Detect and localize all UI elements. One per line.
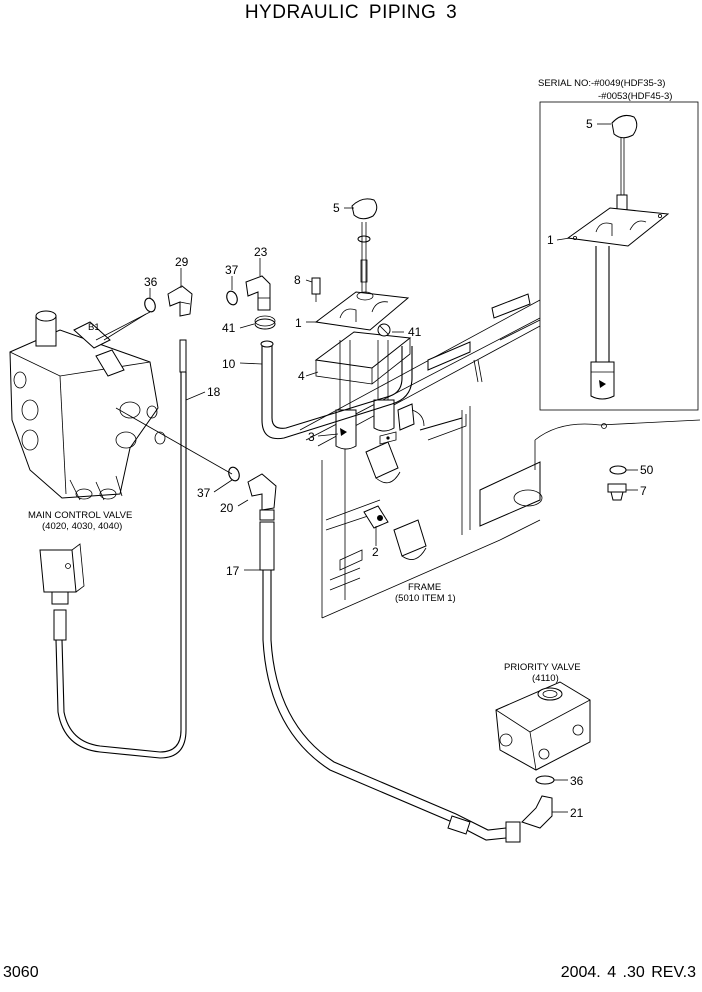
o-ring-36-lower (535, 775, 555, 785)
fitting-group-mid (228, 466, 277, 521)
main-valve-caption-1: MAIN CONTROL VALVE (28, 510, 132, 521)
callout-10: 10 (222, 357, 236, 371)
main-valve-caption-2: (4020, 4030, 4040) (42, 521, 122, 532)
frame-caption-2: (5010 ITEM 1) (395, 593, 456, 604)
callout-37-top: 37 (225, 263, 239, 277)
o-ring-50 (609, 465, 627, 475)
callout-29: 29 (175, 255, 189, 269)
bolt (311, 277, 321, 295)
leader-lines (95, 207, 638, 813)
callout-20: 20 (220, 501, 234, 515)
callout-numbers: 29 36 23 37 8 5 1 41 41 10 4 3 18 37 20 … (144, 201, 654, 820)
callout-5-inset: 5 (586, 117, 593, 131)
callout-37-lower: 37 (197, 486, 211, 500)
callout-1-inset: 1 (547, 233, 554, 247)
fitting-group-top (144, 275, 276, 330)
hose-17 (259, 521, 521, 843)
callout-5: 5 (333, 201, 340, 215)
main-control-valve: B1 MAIN CONTROL VALVE (4020, 4030, 4040) (9, 310, 166, 532)
callout-18: 18 (207, 385, 221, 399)
callout-3: 3 (308, 430, 315, 444)
page-number: 3060 (3, 964, 39, 981)
callout-4: 4 (298, 369, 305, 383)
lever-knob (351, 198, 378, 220)
fitting-group-right (607, 465, 627, 501)
elbow-21 (521, 795, 553, 829)
lever-bracket (314, 331, 412, 369)
inset-lever-rod (590, 246, 615, 400)
callout-7: 7 (640, 484, 647, 498)
page-title: HYDRAULIC PIPING 3 (244, 2, 458, 23)
lever-assembly (311, 198, 427, 560)
inset-lever-plate (566, 207, 670, 247)
detent-block (363, 505, 389, 529)
inset-lever-knob (611, 115, 638, 214)
elbow-29 (167, 285, 193, 317)
lever-plate (314, 291, 410, 331)
serial-inset: SERIAL NO:-#0049(HDF35-3) -#0053(HDF45-3… (538, 78, 699, 411)
serial-line-2: -#0053(HDF45-3) (598, 91, 672, 102)
callout-36-lower: 36 (570, 774, 584, 788)
callout-8: 8 (294, 273, 301, 287)
port-b1-label: B1 (88, 322, 100, 333)
frame-structure: FRAME (5010 ITEM 1) (299, 293, 701, 619)
callout-21: 21 (570, 806, 584, 820)
callout-17: 17 (226, 564, 240, 578)
callout-41-left: 41 (222, 321, 236, 335)
tube-10 (260, 340, 413, 440)
inset-frame (539, 101, 699, 411)
callout-36-top: 36 (144, 275, 158, 289)
callout-50: 50 (640, 463, 654, 477)
elbow-23 (245, 275, 271, 311)
priority-valve: PRIORITY VALVE (4110) (495, 662, 591, 771)
o-ring-37-top (226, 290, 238, 306)
o-ring-36-top (144, 297, 156, 313)
fitting-group-bottom (521, 775, 555, 829)
elbow-20 (247, 473, 277, 511)
callout-23: 23 (254, 245, 268, 259)
callout-2: 2 (372, 545, 379, 559)
priority-caption-2: (4110) (532, 673, 559, 684)
o-ring-37-lower (228, 466, 240, 482)
serial-line-1: SERIAL NO:-#0049(HDF35-3) (538, 78, 665, 89)
hose-18 (39, 339, 187, 759)
plug-7 (607, 483, 627, 493)
revision-date: 2004. 4 .30 REV.3 (560, 964, 696, 981)
callout-41-right: 41 (408, 325, 422, 339)
lower-connector (39, 549, 77, 593)
frame-caption-1: FRAME (408, 582, 441, 593)
callout-1: 1 (295, 316, 302, 330)
priority-caption-1: PRIORITY VALVE (504, 662, 581, 673)
